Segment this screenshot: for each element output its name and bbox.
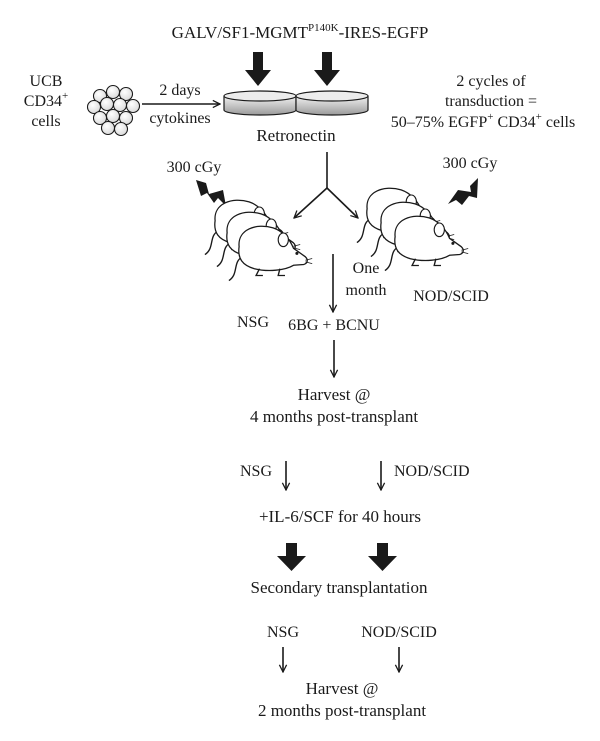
- secondary-label: Secondary transplantation: [250, 578, 428, 597]
- split1-right: NOD/SCID: [394, 463, 470, 480]
- interval-line1: One: [353, 260, 380, 277]
- harvest2-line2: 2 months post-transplant: [258, 701, 426, 720]
- cell-cluster-icon: [86, 84, 141, 137]
- transduction-line1: 2 cycles of: [456, 73, 526, 90]
- transduction-line3: 50–75% EGFP+ CD34+ cells: [391, 111, 575, 131]
- interval-line2: month: [346, 282, 387, 299]
- culture-dish-icon: [223, 90, 297, 116]
- mouse-group-left-icon: [204, 199, 313, 282]
- vector-addition-arrow: [245, 52, 271, 86]
- culture2-label: +IL-6/SCF for 40 hours: [259, 507, 421, 526]
- irradiation-left: 300 cGy: [167, 159, 222, 176]
- vector-label: GALV/SF1-MGMTP140K-IRES-EGFP: [172, 22, 429, 42]
- irradiation-right: 300 cGy: [443, 155, 498, 172]
- radiation-bolt-icon: [196, 180, 226, 206]
- culture-duration: 2 days: [159, 82, 200, 99]
- culture-dish-icon: [295, 90, 369, 116]
- radiation-bolt-icon: [448, 178, 478, 205]
- culture-additive: cytokines: [149, 110, 210, 127]
- source-label-line2: CD34+: [24, 90, 68, 110]
- secondary-arrow: [368, 543, 397, 571]
- strain-left: NSG: [237, 314, 269, 331]
- source-label-line1: UCB: [30, 73, 63, 90]
- dish-label: Retronectin: [256, 126, 336, 145]
- branch-arrow-right: [326, 187, 358, 218]
- strain-right: NOD/SCID: [413, 288, 489, 305]
- harvest1-line2: 4 months post-transplant: [250, 407, 418, 426]
- source-label-line3: cells: [31, 113, 60, 130]
- split2-left: NSG: [267, 624, 299, 641]
- transduction-line2: transduction =: [445, 93, 537, 110]
- split1-left: NSG: [240, 463, 272, 480]
- treatment-label: 6BG + BCNU: [288, 317, 380, 334]
- secondary-arrow: [277, 543, 306, 571]
- vector-addition-arrow: [314, 52, 340, 86]
- harvest2-line1: Harvest @: [306, 679, 379, 698]
- branch-arrow-left: [294, 187, 328, 218]
- harvest1-line1: Harvest @: [298, 385, 371, 404]
- split2-right: NOD/SCID: [361, 624, 437, 641]
